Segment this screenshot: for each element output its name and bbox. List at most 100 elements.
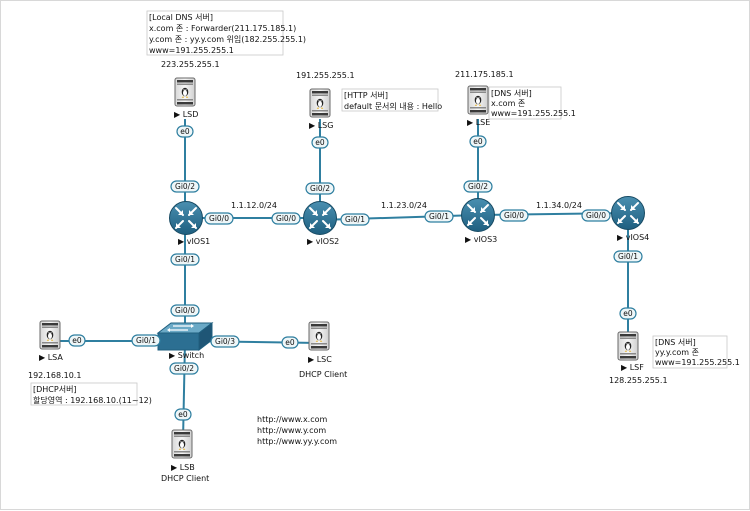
host-lse[interactable]: ▶ LSE 211.175.185.1 [455,70,514,127]
linux-host-icon [174,77,196,107]
links [58,119,629,442]
note-lsf: [DNS 서버] yy.y.com 존 www=191.255.255.1 [652,335,740,369]
svg-text:Gi0/3: Gi0/3 [215,337,235,346]
port-label: Gi0/0 [271,212,301,225]
router-label: ▶ vIOS2 [307,237,339,246]
port-label: Gi0/0 [499,209,529,222]
switch-label: ▶ Switch [169,351,204,360]
router-label: ▶ vIOS3 [465,235,497,244]
router-vios4[interactable]: ▶ vIOS4 [610,195,650,243]
svg-text:[HTTP 서버]: [HTTP 서버] [344,90,388,100]
note-lsg: [HTTP 서버] default 문서의 내용 : Hello [341,88,442,112]
host-lsa[interactable]: ▶ LSA 192.168.10.1 [28,320,81,380]
svg-text:Gi0/2: Gi0/2 [468,182,488,191]
svg-text:Gi0/1: Gi0/1 [136,336,156,345]
port-label: Gi0/2 [305,182,335,195]
host-label: ▶ LSA [39,353,63,362]
svg-text:default 문서의 내용 : Hello: default 문서의 내용 : Hello [344,101,442,111]
svg-text:Gi0/0: Gi0/0 [276,214,296,223]
svg-text:e0: e0 [473,137,483,146]
svg-text:e0: e0 [315,138,325,147]
router-icon [302,200,338,236]
note-lsd: [Local DNS 서버] x.com 존 : Forwarder(211.1… [146,10,306,56]
network-label: 1.1.23.0/24 [381,201,427,210]
port-label: e0 [619,307,637,320]
svg-text:Gi0/2: Gi0/2 [175,182,195,191]
host-ip: 211.175.185.1 [455,70,514,79]
svg-text:Gi0/0: Gi0/0 [504,211,524,220]
port-label: Gi0/0 [170,304,200,317]
port-label: Gi0/1 [424,210,454,223]
network-label: 1.1.12.0/24 [231,201,277,210]
svg-text:[DHCP서버]: [DHCP서버] [33,384,77,394]
port-labels: e0 Gi0/2 e0 Gi0/2 e0 Gi0/2 Gi0/0 Gi0/0 G… [68,125,643,421]
svg-text:Gi0/0: Gi0/0 [586,211,606,220]
svg-text:Gi0/2: Gi0/2 [310,184,330,193]
port-label: Gi0/3 [210,335,240,348]
svg-text:Gi0/0: Gi0/0 [175,306,195,315]
linux-host-icon [617,331,639,361]
port-label: e0 [176,125,194,138]
port-label: e0 [469,135,487,148]
router-vios2[interactable]: ▶ vIOS2 [302,200,340,247]
port-label: Gi0/1 [340,213,370,226]
host-label: ▶ LSB [171,463,195,472]
svg-text:www=191.255.255.1: www=191.255.255.1 [655,358,740,367]
host-ip: 191.255.255.1 [296,71,355,80]
port-label: Gi0/2 [169,362,199,375]
host-label: ▶ LSF [621,363,644,372]
port-label: e0 [68,334,86,347]
svg-text:yy.y.com 존: yy.y.com 존 [655,348,699,357]
svg-text:www=191.255.255.1: www=191.255.255.1 [149,46,234,55]
svg-text:e0: e0 [180,127,190,136]
svg-text:http://www.yy.y.com: http://www.yy.y.com [257,437,337,446]
svg-text:Gi0/1: Gi0/1 [618,252,638,261]
link-switch-lsb [182,340,186,442]
router-label: ▶ vIOS4 [617,233,649,242]
port-label: Gi0/0 [581,209,611,222]
svg-text:http://www.y.com: http://www.y.com [257,426,326,435]
port-label: e0 [281,336,299,349]
port-label: Gi0/1 [131,334,161,347]
svg-text:[Local DNS 서버]: [Local DNS 서버] [149,12,213,22]
router-icon [168,200,204,236]
svg-text:e0: e0 [178,410,188,419]
host-lsg[interactable]: ▶ LSG 191.255.255.1 [296,71,355,130]
host-ip: 192.168.10.1 [28,371,81,380]
router-vios3[interactable]: ▶ vIOS3 [460,197,498,245]
router-icon [460,197,496,233]
note-urls: http://www.x.com http://www.y.com http:/… [257,415,337,446]
port-label: Gi0/0 [204,212,234,225]
router-label: ▶ vIOS1 [178,237,210,246]
note-lsa: [DHCP서버] 할당영역 : 192.168.10.(11~12) [30,382,152,406]
svg-text:Gi0/1: Gi0/1 [345,215,365,224]
switch-node[interactable]: ▶ Switch [156,321,214,360]
linux-host-icon [309,88,331,118]
host-lsf[interactable]: ▶ LSF 128.255.255.1 [609,331,668,385]
host-label: ▶ LSC [308,355,332,364]
port-label: e0 [311,136,329,149]
host-lsc[interactable]: ▶ LSC DHCP Client [299,321,347,379]
port-label: Gi0/1 [170,253,200,266]
svg-text:http://www.x.com: http://www.x.com [257,415,328,424]
svg-text:x.com 존: x.com 존 [491,99,525,108]
host-ip: 223.255.255.1 [161,60,220,69]
host-ip: 128.255.255.1 [609,376,668,385]
linux-host-icon [39,320,61,350]
port-label: Gi0/2 [463,180,493,193]
svg-text:e0: e0 [72,336,82,345]
switch-icon [156,321,214,352]
host-lsd[interactable]: ▶ LSD 223.255.255.1 [161,60,220,119]
svg-text:www=191.255.255.1: www=191.255.255.1 [491,109,576,118]
network-labels: 1.1.12.0/24 1.1.23.0/24 1.1.34.0/24 [231,201,582,210]
linux-host-icon [171,429,193,459]
svg-text:[DNS 서버]: [DNS 서버] [655,337,696,347]
svg-text:Gi0/0: Gi0/0 [209,214,229,223]
host-lsb[interactable]: ▶ LSB DHCP Client [161,429,209,483]
svg-text:y.com 존 : yy.y.com 위임(182.255.: y.com 존 : yy.y.com 위임(182.255.255.1) [149,35,306,44]
host-label: ▶ LSD [174,110,198,119]
router-vios1[interactable]: ▶ vIOS1 [168,200,211,247]
network-label: 1.1.34.0/24 [536,201,582,210]
